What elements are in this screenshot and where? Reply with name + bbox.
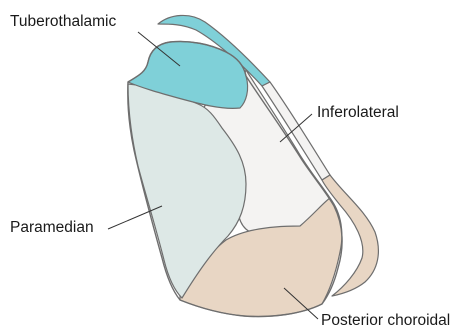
- label-paramedian: Paramedian: [10, 219, 94, 236]
- label-posterior-choroidal: Posterior choroidal: [321, 312, 450, 329]
- label-tuberothalamic: Tuberothalamic: [10, 13, 117, 30]
- label-inferolateral: Inferolateral: [317, 104, 399, 121]
